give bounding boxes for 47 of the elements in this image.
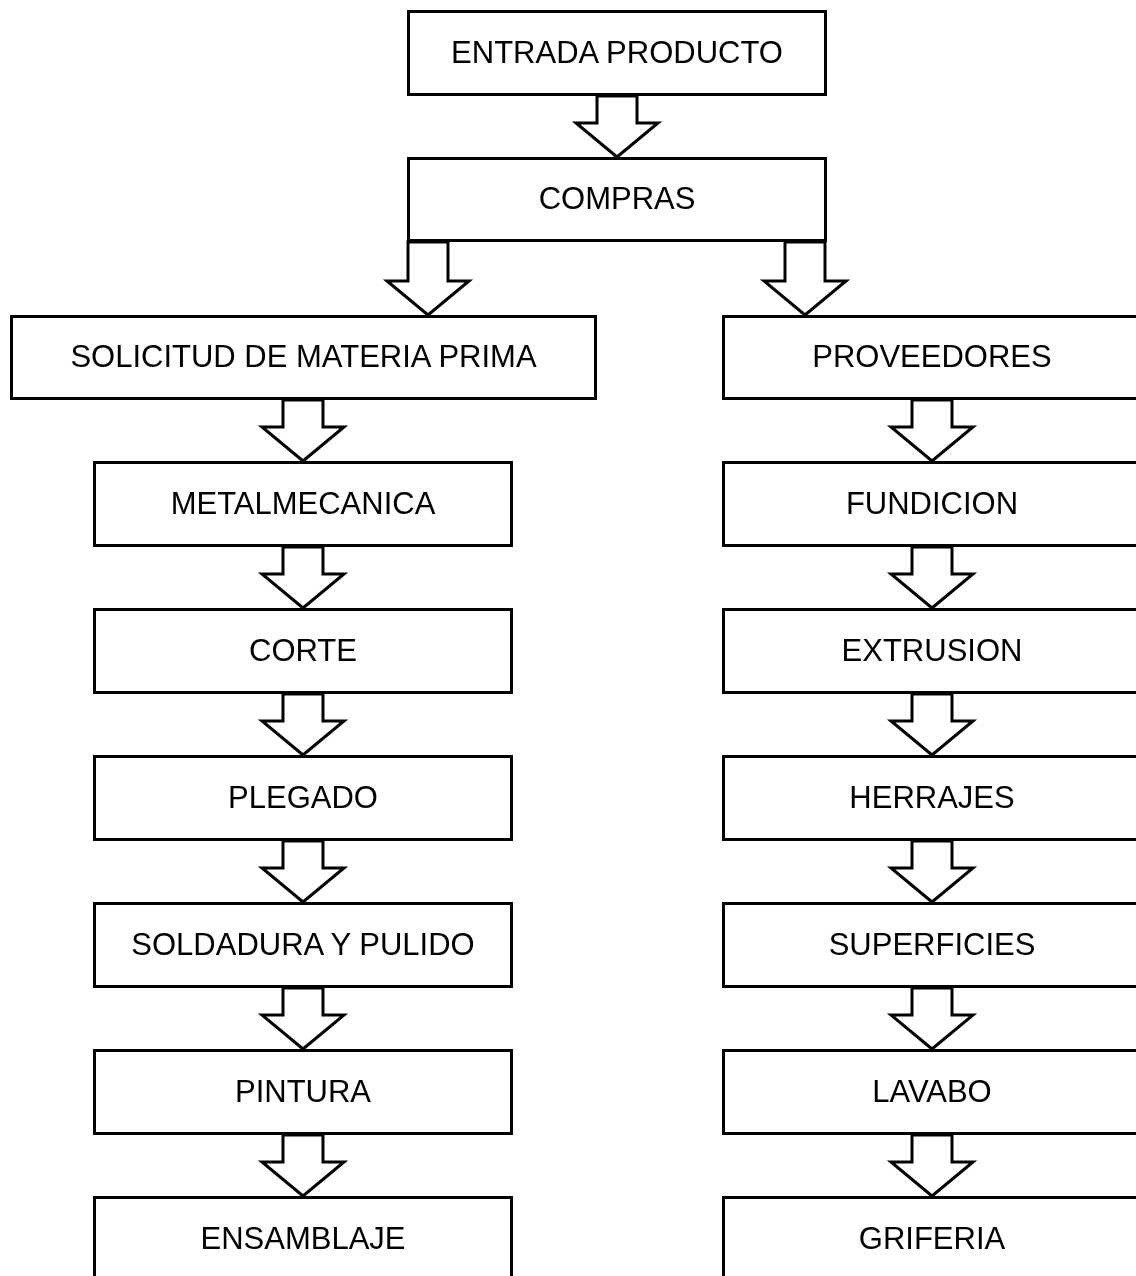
box-label: SOLICITUD DE MATERIA PRIMA: [70, 338, 537, 377]
block-arrow: [257, 1133, 349, 1198]
box-label: PINTURA: [234, 1072, 372, 1111]
box-label: METALMECANICA: [170, 484, 436, 523]
block-arrow: [759, 240, 851, 317]
process-box: [93, 461, 513, 547]
block-arrow: [257, 545, 349, 610]
process-box: [722, 608, 1136, 694]
process-box: [722, 1196, 1136, 1276]
box-label: CORTE: [249, 631, 357, 670]
process-box: [407, 157, 827, 242]
block-arrow: [886, 839, 978, 904]
process-box: [93, 1049, 513, 1135]
block-arrow: [257, 986, 349, 1051]
block-arrow: [382, 240, 474, 317]
box-label: SOLDADURA Y PULIDO: [131, 925, 475, 964]
box-label: FUNDICION: [845, 484, 1019, 523]
box-label: GRIFERIA: [858, 1219, 1006, 1258]
process-box: [93, 1196, 513, 1276]
box-label: COMPRAS: [538, 180, 696, 219]
box-label: ENSAMBLAJE: [200, 1219, 406, 1258]
block-arrow: [257, 839, 349, 904]
block-arrow: [257, 692, 349, 757]
box-label: SUPERFICIES: [828, 925, 1036, 964]
block-arrow: [886, 545, 978, 610]
process-box: [722, 315, 1136, 400]
block-arrow: [571, 94, 663, 159]
process-box: [93, 608, 513, 694]
block-arrow: [886, 986, 978, 1051]
process-box: [407, 10, 827, 96]
block-arrow: [886, 398, 978, 463]
box-label: LAVABO: [872, 1072, 992, 1111]
process-box: [722, 1049, 1136, 1135]
process-box: [722, 902, 1136, 988]
box-label: EXTRUSION: [841, 631, 1023, 670]
block-arrow: [257, 398, 349, 463]
box-label: PROVEEDORES: [812, 338, 1052, 377]
block-arrow: [886, 692, 978, 757]
process-box: [722, 755, 1136, 841]
process-box: [722, 461, 1136, 547]
box-label: PLEGADO: [228, 778, 378, 817]
block-arrow: [886, 1133, 978, 1198]
process-box: [93, 902, 513, 988]
process-box: [10, 315, 597, 400]
box-label: ENTRADA PRODUCTO: [451, 33, 783, 72]
box-label: HERRAJES: [849, 778, 1015, 817]
process-box: [93, 755, 513, 841]
